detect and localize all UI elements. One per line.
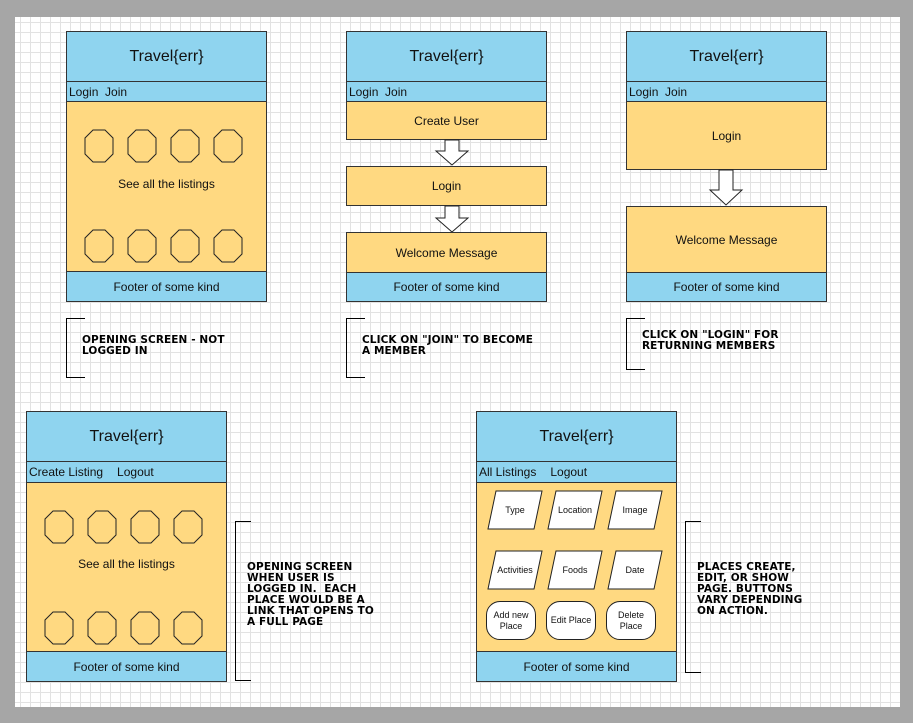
listing-octagon[interactable] bbox=[170, 129, 200, 163]
place-field-label: Location bbox=[558, 505, 592, 515]
footer: Footer of some kind bbox=[66, 271, 267, 302]
listing-octagon[interactable] bbox=[130, 510, 160, 544]
footer: Footer of some kind bbox=[346, 272, 547, 302]
app-title: Travel{err} bbox=[89, 427, 164, 445]
logout-link[interactable]: Logout bbox=[117, 465, 154, 479]
place-field-date[interactable]: Date bbox=[607, 550, 663, 590]
annotation-note: CLICK ON "JOIN" TO BECOME A MEMBER bbox=[362, 334, 533, 357]
welcome-message-step: Welcome Message bbox=[626, 206, 827, 273]
place-field-image[interactable]: Image bbox=[607, 490, 663, 530]
app-title: Travel{err} bbox=[409, 47, 484, 65]
place-field-label: Image bbox=[622, 505, 647, 515]
down-arrow-icon bbox=[708, 169, 744, 206]
listings-label: See all the listings bbox=[78, 557, 175, 571]
app-header: Travel{err} bbox=[26, 411, 227, 462]
footer: Footer of some kind bbox=[476, 651, 677, 682]
listing-octagon[interactable] bbox=[87, 510, 117, 544]
listing-octagon[interactable] bbox=[84, 229, 114, 263]
nav-links: Login Join bbox=[629, 84, 688, 99]
annotation-brace bbox=[235, 521, 251, 681]
down-arrow-icon bbox=[434, 205, 470, 233]
place-field-activities[interactable]: Activities bbox=[487, 550, 543, 590]
annotation-brace bbox=[626, 318, 645, 370]
place-field-location[interactable]: Location bbox=[547, 490, 603, 530]
place-field-foods[interactable]: Foods bbox=[547, 550, 603, 590]
listing-octagon[interactable] bbox=[44, 611, 74, 645]
listing-octagon[interactable] bbox=[213, 129, 243, 163]
listing-octagon[interactable] bbox=[127, 129, 157, 163]
logout-link[interactable]: Logout bbox=[550, 465, 588, 479]
listing-octagon[interactable] bbox=[44, 510, 74, 544]
listing-octagon[interactable] bbox=[127, 229, 157, 263]
nav-links: Login Join bbox=[349, 84, 408, 99]
place-field-label: Date bbox=[625, 565, 644, 575]
listing-octagon[interactable] bbox=[130, 611, 160, 645]
listings-label: See all the listings bbox=[118, 177, 215, 191]
app-title: Travel{err} bbox=[129, 47, 204, 65]
listing-octagon[interactable] bbox=[87, 611, 117, 645]
annotation-brace bbox=[66, 318, 85, 378]
listing-octagon[interactable] bbox=[173, 611, 203, 645]
place-field-type[interactable]: Type bbox=[487, 490, 543, 530]
delete-place-button[interactable]: Delete Place bbox=[606, 601, 656, 640]
annotation-note: OPENING SCREEN - NOT LOGGED IN bbox=[82, 334, 225, 357]
place-field-label: Type bbox=[505, 505, 525, 515]
annotation-note: PLACES CREATE, EDIT, OR SHOW PAGE. BUTTO… bbox=[697, 561, 803, 617]
login-step: Login bbox=[626, 101, 827, 170]
listing-octagon[interactable] bbox=[213, 229, 243, 263]
footer: Footer of some kind bbox=[26, 651, 227, 682]
edit-place-button[interactable]: Edit Place bbox=[546, 601, 596, 640]
add-new-place-button[interactable]: Add new Place bbox=[486, 601, 536, 640]
nav-links: Login Join bbox=[69, 84, 128, 99]
app-header: Travel{err} bbox=[346, 31, 547, 82]
listing-octagon[interactable] bbox=[170, 229, 200, 263]
create-user-step: Create User bbox=[346, 101, 547, 140]
annotation-note: OPENING SCREEN WHEN USER IS LOGGED IN. E… bbox=[247, 561, 374, 628]
place-field-label: Activities bbox=[497, 565, 533, 575]
listing-octagon[interactable] bbox=[173, 510, 203, 544]
nav-bar: Login Join bbox=[626, 81, 827, 102]
all-listings-link[interactable]: All Listings bbox=[479, 465, 537, 479]
footer: Footer of some kind bbox=[626, 272, 827, 302]
place-field-label: Foods bbox=[562, 565, 588, 575]
welcome-message-step: Welcome Message bbox=[346, 232, 547, 273]
app-header: Travel{err} bbox=[626, 31, 827, 82]
annotation-brace bbox=[346, 318, 365, 378]
annotation-brace bbox=[685, 521, 701, 673]
nav-bar: Login Join bbox=[66, 81, 267, 102]
create-listing-link[interactable]: Create Listing bbox=[29, 465, 104, 479]
app-title: Travel{err} bbox=[539, 427, 614, 445]
down-arrow-icon bbox=[434, 139, 470, 166]
annotation-note: CLICK ON "LOGIN" FOR RETURNING MEMBERS bbox=[642, 329, 779, 352]
listing-octagon[interactable] bbox=[84, 129, 114, 163]
app-title: Travel{err} bbox=[689, 47, 764, 65]
